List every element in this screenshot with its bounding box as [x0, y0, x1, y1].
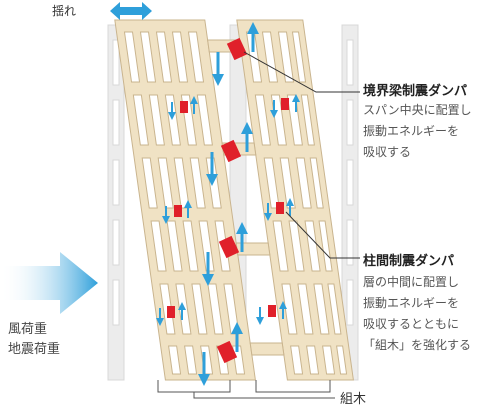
column-damper-3: [174, 205, 182, 217]
boundary-damper-4: [216, 340, 238, 364]
boundary-damper-3: [218, 235, 240, 259]
boundary-damper-callout-title: 境界梁制震ダンパ: [363, 84, 468, 99]
boundary-beam-dampers: [216, 37, 248, 364]
sway-label: 揺れ: [52, 4, 77, 18]
seismic-load-label: 地震荷重: [8, 342, 61, 357]
callout-leader-lines: [243, 51, 360, 259]
boundary-damper-1: [226, 37, 248, 61]
boundary-damper-2: [220, 139, 242, 163]
column-damper-callout-line: 振動エネルギーを: [363, 296, 460, 310]
column-damper-callout-line: 「組木」を強化する: [363, 338, 472, 352]
kumiki-bracket: [157, 380, 335, 399]
column-damper-4: [276, 202, 284, 214]
column-damper-2: [281, 98, 289, 110]
boundary-damper-callout-line: 振動エネルギーを: [363, 124, 460, 138]
boundary-damper-callout-line: スパン中央に配置し: [363, 103, 472, 117]
column-damper-callout-title: 柱間制震ダンパ: [363, 254, 455, 269]
column-damper-callout-line: 層の中間に配置し: [363, 275, 460, 289]
kumiki-label: 組木: [340, 392, 367, 407]
column-damper-callout-line: 吸収するとともに: [363, 317, 460, 331]
timber-lattice: [114, 19, 354, 381]
double-horizontal-arrow-icon: [110, 2, 152, 20]
force-arrows: [156, 22, 300, 386]
column-damper-5: [167, 306, 175, 318]
column-damper-1: [180, 101, 188, 113]
inter-column-dampers: [167, 98, 289, 318]
large-right-arrow-icon: [0, 252, 98, 314]
boundary-damper-callout-line: 吸収する: [363, 145, 412, 159]
wind-load-label: 風荷重: [8, 322, 48, 337]
column-damper-6: [268, 305, 276, 317]
